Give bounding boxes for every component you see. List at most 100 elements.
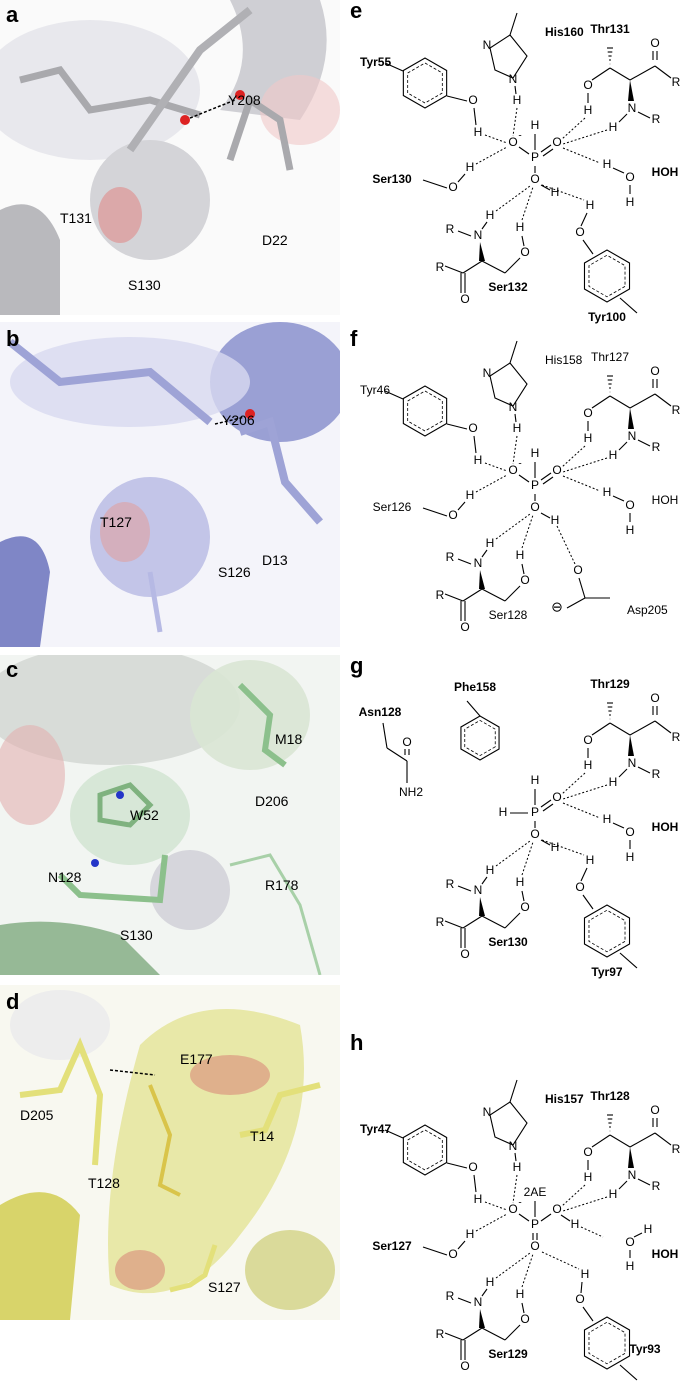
- bond: [518, 1213, 530, 1222]
- hydrogen-bond: [562, 147, 601, 164]
- atom-h: H: [603, 812, 612, 826]
- atom-n: N: [483, 366, 492, 380]
- bond: [540, 144, 552, 153]
- bond: [446, 95, 468, 102]
- tyrosine-ring: [583, 1316, 631, 1370]
- bond: [444, 593, 464, 602]
- bond: [580, 867, 588, 882]
- bond: [654, 393, 672, 407]
- atom-h: H: [584, 103, 593, 117]
- atom-nh2: NH2: [399, 785, 423, 799]
- interaction-diagram-f: fPHO-OOHNNHHis158Tyr46OHSer126OHThr127OH…: [350, 328, 681, 634]
- atom-h: H: [531, 118, 540, 132]
- atom-o: O: [575, 1292, 584, 1306]
- residue-phe: Phe158: [454, 680, 496, 694]
- bond: [654, 720, 672, 734]
- bond: [591, 1134, 611, 1148]
- hydrogen-bond: [495, 1252, 531, 1279]
- atom-r: R: [652, 112, 661, 126]
- bond: [582, 894, 594, 910]
- residue-his: His158: [545, 353, 583, 367]
- atom-h: H: [603, 157, 612, 171]
- structure-render-a: [0, 0, 340, 315]
- interaction-diagram-e: ePHO-OOHNNHHis160Tyr55OHSer130OHThr131OH…: [350, 0, 681, 324]
- atom-h: H: [466, 488, 475, 502]
- hydrogen-bond: [495, 185, 531, 212]
- atom-h: H: [586, 853, 595, 867]
- bond: [540, 512, 551, 519]
- atom-o: O: [573, 563, 582, 577]
- bond: [629, 393, 656, 409]
- atom-n: N: [474, 883, 483, 897]
- atom-r: R: [672, 75, 681, 89]
- atom-n: N: [474, 1295, 483, 1309]
- bond: [481, 221, 488, 230]
- bond: [618, 1180, 628, 1190]
- residue-label: T131: [60, 210, 92, 226]
- bond: [521, 563, 525, 575]
- residue-label: D206: [255, 793, 289, 809]
- tyrosine-ring: [583, 904, 631, 958]
- hydrogen-bond: [475, 1213, 508, 1232]
- bond: [457, 173, 466, 183]
- atom-o: O: [468, 421, 477, 435]
- atom-p: P: [531, 1217, 539, 1231]
- hydrogen-bond: [521, 186, 534, 221]
- residue-tyr-bottom: Tyr97: [591, 965, 622, 979]
- panel-letter: a: [6, 2, 19, 27]
- bond: [654, 65, 672, 79]
- atom-h: H: [584, 1170, 593, 1184]
- residue-his: His160: [545, 25, 584, 39]
- bond: [384, 1129, 404, 1139]
- atom-h: H: [474, 453, 483, 467]
- bond: [473, 1174, 477, 1193]
- bond: [578, 577, 586, 599]
- atom-o: O: [530, 500, 539, 514]
- residue-ser-bottom: Ser129: [488, 1347, 528, 1361]
- bond: [444, 1332, 464, 1341]
- bond: [591, 395, 611, 409]
- bond: [542, 148, 554, 157]
- residue-tyr-bottom: Tyr100: [588, 310, 626, 324]
- bond: [504, 1324, 521, 1341]
- atom-n: N: [483, 1105, 492, 1119]
- atom-p: P: [531, 150, 539, 164]
- atom-h: H: [609, 120, 618, 134]
- tyrosine-ring-aromatic: [407, 1129, 443, 1171]
- atom-o: O: [625, 825, 634, 839]
- bond: [422, 179, 448, 189]
- residue-tyr-bottom: Tyr93: [629, 1342, 660, 1356]
- atom-n: N: [628, 756, 637, 770]
- wedge-bond: [479, 897, 485, 916]
- bond: [444, 265, 464, 274]
- bond: [540, 839, 551, 846]
- imidazole-ring: [489, 34, 528, 79]
- wedge-bond: [479, 570, 485, 589]
- atom-o: O: [508, 1202, 517, 1216]
- bond: [457, 230, 472, 237]
- panel-letter: f: [350, 328, 358, 351]
- bond: [457, 1297, 472, 1304]
- bond: [509, 12, 518, 36]
- residue-label: S127: [208, 1279, 241, 1295]
- residue-tyr-left: Tyr55: [360, 55, 391, 69]
- atom-h: H: [626, 523, 635, 537]
- bond: [566, 597, 586, 609]
- atom-h: H: [581, 1267, 590, 1281]
- bond: [462, 915, 483, 929]
- atom-h: H: [586, 198, 595, 212]
- atom-o: O: [583, 1145, 592, 1159]
- bond: [619, 952, 638, 969]
- bond: [654, 1132, 672, 1146]
- bond: [509, 340, 518, 364]
- bond: [462, 1327, 483, 1341]
- residue-label: N128: [48, 869, 82, 885]
- wedge-bond: [479, 1309, 485, 1328]
- residue-ser-left: Ser130: [372, 172, 412, 186]
- charge: -: [518, 459, 521, 470]
- hydrogen-bond: [561, 772, 586, 795]
- bond: [457, 501, 466, 511]
- charge: -: [518, 131, 521, 142]
- bond: [591, 67, 611, 81]
